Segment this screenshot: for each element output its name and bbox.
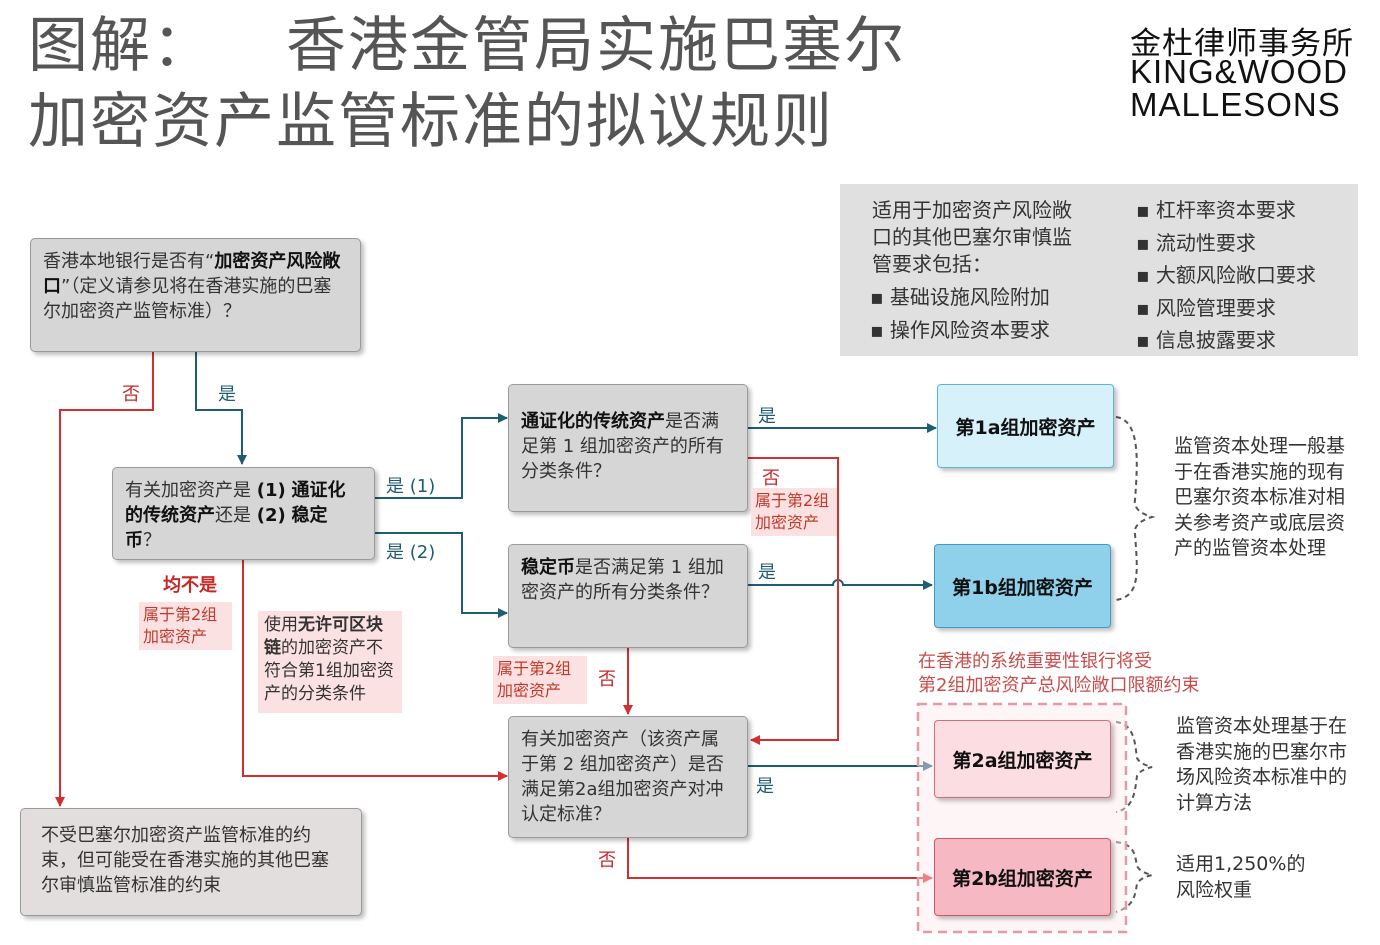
description-group1-treatment: 监管资本处理一般基于在香港实施的现有巴塞尔资本标准对相关参考资产或底层资产的监管… [1174, 435, 1346, 559]
note-group2: 属于第2组加密资产 [751, 488, 837, 536]
question-tokenised-traditional: 通证化的传统资产是否满足第 1 组加密资产的所有分类条件？ [508, 384, 748, 512]
category-group-2b: 第2b组加密资产 [934, 838, 1111, 916]
page-title-line2: 加密资产监管标准的拟议规则 [28, 87, 834, 157]
description-group2b-treatment: 适用1,250%的风险权重 [1176, 853, 1306, 901]
info-intro-1: 适用于加密资产风险敞 [872, 198, 1072, 222]
info-right-item: ▪ 风险管理要求 [1136, 296, 1276, 320]
info-intro-2: 口的其他巴塞尔审慎监 [872, 225, 1072, 249]
question-hedging-criteria: 有关加密资产（该资产属于第 2 组加密资产）是否满足第2a组加密资产对冲认定标准… [508, 716, 748, 838]
label-no: 否 [598, 850, 616, 871]
label-yes: 是 [218, 384, 236, 405]
note-group2: 属于第2组加密资产 [493, 656, 587, 704]
question-asset-type: 有关加密资产是 (1) 通证化的传统资产还是 (2) 稳定币？ [112, 467, 375, 560]
label-yes: 是 [758, 562, 776, 583]
info-right-item: ▪ 信息披露要求 [1136, 328, 1276, 352]
label-yes: 是 [756, 776, 774, 797]
connector-q2-yes2 [375, 532, 508, 618]
label-no: 否 [122, 384, 140, 405]
connector-q1-no [55, 352, 154, 807]
info-left-item: ▪ 基础设施风险附加 [870, 285, 1050, 309]
label-yes: 是 [758, 406, 776, 427]
connector-q5-no [627, 838, 933, 883]
info-right-item: ▪ 流动性要求 [1136, 231, 1256, 255]
question-crypto-exposure: 香港本地银行是否有“加密资产风险敞口”（定义请参见将在香港实施的巴塞尔加密资产监… [30, 238, 361, 352]
label-neither: 均不是 [163, 575, 217, 596]
brace-c2a [1115, 721, 1153, 813]
info-right-item: ▪ 杠杆率资本要求 [1136, 198, 1296, 222]
note-permissionless-blockchain: 使用无许可区块链的加密资产不符合第1组加密资产的分类条件 [258, 611, 402, 713]
info-left-item: ▪ 操作风险资本要求 [870, 318, 1050, 342]
info-intro-3: 管要求包括： [872, 252, 992, 276]
page-title-line1: 图解：香港金管局实施巴塞尔 [28, 16, 906, 76]
brace-group1 [1115, 416, 1156, 601]
connector-q1-yes [195, 352, 247, 465]
category-group-1a: 第1a组加密资产 [937, 384, 1114, 468]
sib-limit-line2: 第2组加密资产总风险敞口限额约束 [918, 675, 1200, 696]
info-right-item: ▪ 大额风险敞口要求 [1136, 263, 1316, 287]
sib-limit-line1: 在香港的系统重要性银行将受 [918, 651, 1152, 672]
connector-q2-yes1 [375, 413, 508, 499]
logo-english-line1: KING&WOOD [1130, 53, 1349, 90]
label-yes-1: 是 (1) [386, 476, 436, 497]
connector-q3-no [748, 457, 839, 745]
connector-q2-neither [242, 560, 508, 781]
note-group2: 属于第2组加密资产 [139, 602, 232, 650]
title-main: 香港金管局实施巴塞尔 [286, 11, 906, 81]
label-no: 否 [762, 468, 780, 489]
logo-chinese: 金杜律师事务所 [1130, 26, 1354, 62]
label-no: 否 [598, 669, 616, 690]
label-yes-2: 是 (2) [386, 542, 436, 563]
title-prefix: 图解： [28, 11, 214, 81]
category-group-2a: 第2a组加密资产 [934, 720, 1111, 798]
other-requirements-box: 适用于加密资产风险敞 口的其他巴塞尔审慎监 管要求包括： ▪ 基础设施风险附加 … [840, 184, 1358, 356]
category-group-1b: 第1b组加密资产 [934, 544, 1111, 628]
logo-english-line2: MALLESONS [1130, 86, 1341, 123]
description-group2a-treatment: 监管资本处理基于在香港实施的巴塞尔市场风险资本标准中的计算方法 [1176, 715, 1348, 814]
not-subject-box: 不受巴塞尔加密资产监管标准的约束，但可能受在香港实施的其他巴塞尔审慎监管标准的约… [20, 808, 362, 916]
question-stablecoin: 稳定币是否满足第 1 组加密资产的所有分类条件？ [508, 544, 748, 648]
